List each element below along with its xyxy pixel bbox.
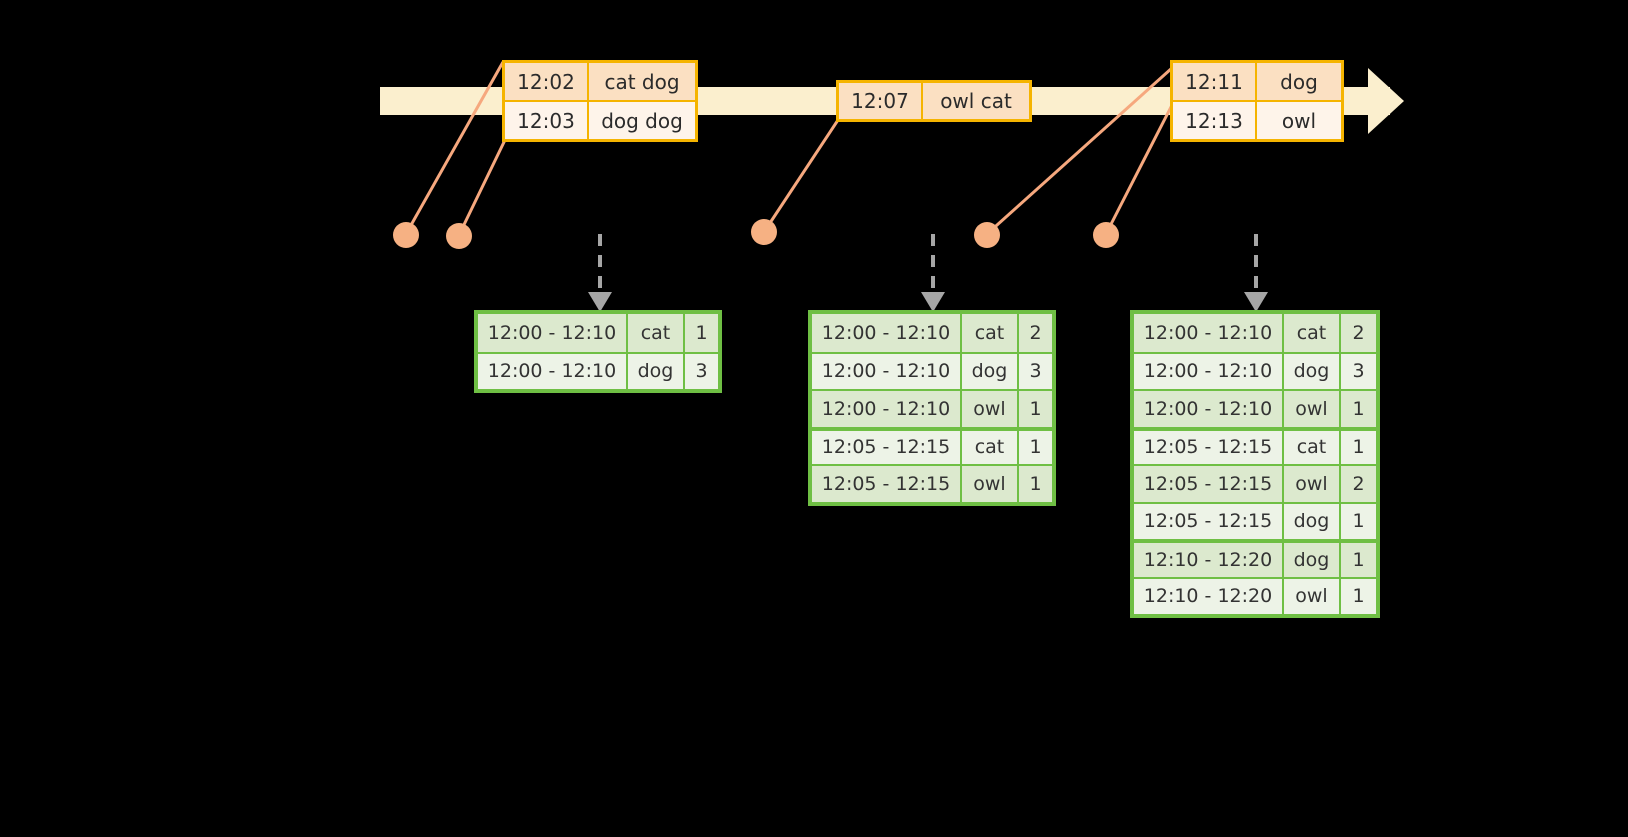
word-cell: dog <box>1284 543 1341 577</box>
window-cell: 12:00 - 12:10 <box>478 353 628 389</box>
window-cell: 12:10 - 12:20 <box>1134 578 1284 614</box>
window-cell: 12:05 - 12:15 <box>812 430 962 464</box>
event-words: cat dog <box>589 63 695 100</box>
word-cell: dog <box>1284 503 1341 539</box>
window-cell: 12:00 - 12:10 <box>1134 314 1284 352</box>
watermark-dot <box>1093 222 1119 248</box>
word-cell: cat <box>962 430 1019 464</box>
event-words: dog <box>1257 63 1341 100</box>
watermark-dot-group <box>393 219 1119 249</box>
word-cell: dog <box>962 353 1019 389</box>
connector-line-2 <box>457 139 507 236</box>
watermark-dot <box>751 219 777 245</box>
event-group-1[interactable]: 12:02 cat dog 12:03 dog dog <box>502 60 698 142</box>
connector-line-1 <box>404 61 505 235</box>
trigger-arrowhead-icon-3 <box>1244 292 1268 312</box>
event-row[interactable]: 12:07 owl cat <box>839 83 1029 119</box>
window-cell: 12:05 - 12:15 <box>812 466 962 502</box>
watermark-dot <box>393 222 419 248</box>
count-cell: 3 <box>1019 353 1052 389</box>
event-row[interactable]: 12:03 dog dog <box>505 100 695 139</box>
window-cell: 12:05 - 12:15 <box>1134 466 1284 502</box>
window-cell: 12:00 - 12:10 <box>812 353 962 389</box>
event-time: 12:11 <box>1173 63 1257 100</box>
watermark-dot <box>446 223 472 249</box>
count-cell: 1 <box>685 314 718 352</box>
word-cell: owl <box>1284 578 1341 614</box>
count-cell: 1 <box>1341 543 1376 577</box>
event-row[interactable]: 12:13 owl <box>1173 100 1341 139</box>
connector-line-5 <box>1104 104 1174 235</box>
window-cell: 12:00 - 12:10 <box>1134 391 1284 427</box>
event-time: 12:07 <box>839 83 923 119</box>
count-cell: 2 <box>1019 314 1052 352</box>
count-cell: 3 <box>1341 353 1376 389</box>
word-cell: cat <box>962 314 1019 352</box>
event-words: owl <box>1257 102 1341 139</box>
trigger-arrowhead-icon-1 <box>588 292 612 312</box>
window-cell: 12:00 - 12:10 <box>1134 353 1284 389</box>
window-cell: 12:05 - 12:15 <box>1134 503 1284 539</box>
count-cell: 2 <box>1341 466 1376 502</box>
word-cell: cat <box>1284 430 1341 464</box>
word-cell: cat <box>628 314 685 352</box>
word-cell: dog <box>628 353 685 389</box>
count-cell: 1 <box>1341 503 1376 539</box>
trigger-arrowhead-icon-2 <box>921 292 945 312</box>
word-cell: cat <box>1284 314 1341 352</box>
word-cell: dog <box>1284 353 1341 389</box>
word-cell: owl <box>1284 466 1341 502</box>
count-cell: 1 <box>1341 391 1376 427</box>
window-cell: 12:00 - 12:10 <box>812 391 962 427</box>
event-time: 12:13 <box>1173 102 1257 139</box>
event-row[interactable]: 12:11 dog <box>1173 63 1341 100</box>
event-row[interactable]: 12:02 cat dog <box>505 63 695 100</box>
event-time: 12:02 <box>505 63 589 100</box>
count-cell: 3 <box>685 353 718 389</box>
event-time: 12:03 <box>505 102 589 139</box>
trigger-arrows <box>598 234 1258 292</box>
count-cell: 2 <box>1341 314 1376 352</box>
event-words: dog dog <box>589 102 695 139</box>
window-cell: 12:05 - 12:15 <box>1134 430 1284 464</box>
word-cell: owl <box>962 391 1019 427</box>
event-group-2[interactable]: 12:07 owl cat <box>836 80 1032 122</box>
window-cell: 12:00 - 12:10 <box>812 314 962 352</box>
window-cell: 12:10 - 12:20 <box>1134 543 1284 577</box>
word-cell: owl <box>1284 391 1341 427</box>
timeline-arrowhead-icon <box>1368 68 1404 134</box>
count-cell: 1 <box>1019 430 1052 464</box>
word-cell: owl <box>962 466 1019 502</box>
count-cell: 1 <box>1341 578 1376 614</box>
count-cell: 1 <box>1341 430 1376 464</box>
watermark-dot <box>974 222 1000 248</box>
event-group-3[interactable]: 12:11 dog 12:13 owl <box>1170 60 1344 142</box>
count-cell: 1 <box>1019 466 1052 502</box>
event-words: owl cat <box>923 83 1029 119</box>
window-cell: 12:00 - 12:10 <box>478 314 628 352</box>
trigger-arrowheads <box>588 292 1268 312</box>
connector-line-3 <box>762 119 840 233</box>
count-cell: 1 <box>1019 391 1052 427</box>
